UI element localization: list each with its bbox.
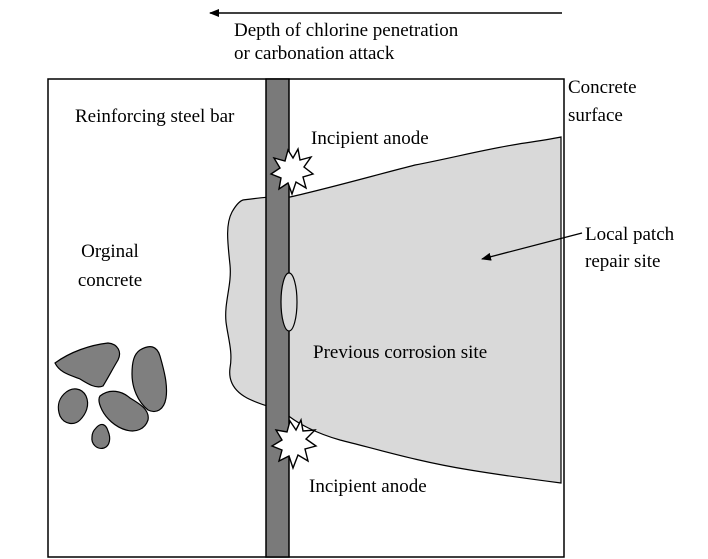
arrow-pointer-icon	[481, 232, 583, 261]
patch-repair-line2: repair site	[585, 251, 661, 272]
reinforcing-bar-label: Reinforcing steel bar	[75, 105, 234, 128]
aggregate-stone	[98, 390, 149, 432]
patch-repair-label: Local patch repair site	[585, 221, 674, 275]
incipient-anode-top-text: Incipient anode	[311, 128, 429, 149]
original-concrete-line1: Orginal	[81, 241, 139, 262]
previous-corrosion-label: Previous corrosion site	[313, 341, 487, 364]
original-concrete-line2: concrete	[77, 270, 143, 291]
aggregate-stones	[54, 342, 168, 449]
aggregate-stone	[54, 342, 121, 388]
concrete-surface-label: Concrete surface	[568, 74, 637, 130]
reinforcing-bar-text: Reinforcing steel bar	[75, 106, 235, 127]
patch-repair-line1: Local patch	[585, 224, 675, 245]
depth-label: Depth of chlorine penetration or carbona…	[234, 19, 458, 65]
previous-corrosion-pit	[280, 272, 298, 332]
aggregate-stone	[131, 346, 168, 413]
original-concrete-label: Orginal concrete	[68, 237, 152, 295]
aggregate-stone	[91, 423, 111, 449]
patch-repair-region	[225, 136, 562, 484]
incipient-anode-top-label: Incipient anode	[311, 127, 429, 150]
previous-corrosion-text: Previous corrosion site	[313, 342, 488, 363]
concrete-surface-line2: surface	[568, 105, 623, 126]
starburst-icon	[270, 417, 318, 471]
starburst-icon	[269, 146, 315, 197]
incipient-anode-bottom-text: Incipient anode	[309, 476, 427, 497]
incipient-anode-bottom-label: Incipient anode	[309, 475, 427, 498]
aggregate-stone	[57, 388, 89, 425]
concrete-surface-line1: Concrete	[568, 77, 637, 98]
depth-label-line1: Depth of chlorine penetration	[234, 20, 459, 41]
depth-label-line2: or carbonation attack	[234, 43, 395, 64]
